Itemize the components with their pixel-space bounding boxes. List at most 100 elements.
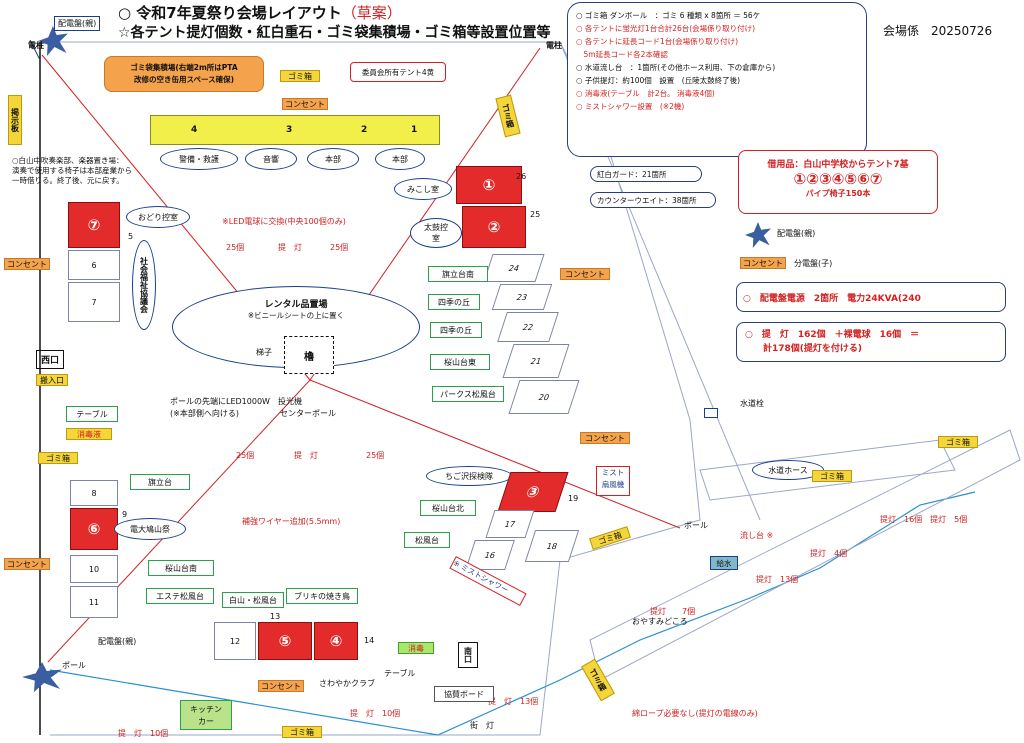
plot-14: 14 — [364, 636, 375, 645]
lantern-g: 提灯 16個 提灯 5個 — [880, 515, 968, 524]
yellow-tent-3: 3 — [286, 125, 293, 135]
lantern-words-b: 提 灯 — [294, 451, 318, 460]
water-tap-icon — [704, 408, 718, 418]
plot-box-21: 21 — [502, 344, 570, 378]
sawayaka-label: さわやかクラブ — [319, 678, 375, 688]
hashigo-label: 梯子 — [256, 348, 272, 357]
committee-tent-note: 委員会所有テント4黄 — [350, 62, 446, 82]
plot-24: 24 — [507, 263, 521, 273]
panel-ko-label: 分電盤(子) — [794, 259, 833, 268]
booth-matsukazedai: 松風台 — [404, 532, 450, 548]
plot-22: 22 — [521, 322, 535, 332]
plot-box-20: 20 — [508, 380, 580, 414]
consent-tag-right-3: コンセント — [580, 432, 630, 444]
count-25-a: 25個 — [226, 243, 245, 252]
gomibako-far-right: ゴミ箱 — [938, 436, 978, 448]
plot-box-7: 7 — [68, 282, 120, 322]
oval-security: 警備・救護 — [160, 148, 238, 170]
count-25-c: 25個 — [236, 451, 255, 460]
kouhaku-box: 紅白ガード：21箇所 — [590, 166, 702, 182]
consent-tag-right: コンセント — [740, 257, 786, 269]
plot-17: 17 — [503, 519, 517, 529]
plot-25: 25 — [530, 210, 541, 219]
booth-esute: エステ松風台 — [146, 588, 214, 604]
lantern-words-a: 提 灯 — [278, 243, 302, 252]
plot-20: 20 — [537, 392, 551, 402]
plot-11: 11 — [88, 597, 100, 607]
plot-box-10: 10 — [70, 555, 118, 583]
disinfect-left: 消毒液 — [66, 428, 112, 440]
suidou-label: 水道栓 — [740, 399, 764, 408]
plot-6: 6 — [91, 260, 97, 270]
oval-honbu-2: 本部 — [375, 148, 425, 170]
disinfect-bottom: 消毒 — [398, 642, 434, 654]
plot-box-24: 24 — [483, 254, 545, 282]
oval-mikoshi: みこし室 — [394, 178, 452, 200]
plot-26: 26 — [516, 172, 527, 181]
left-note: ○白山中吹奏楽部、楽器置き場： 演奏で使用する椅子は本部産業から 一時借りる。終… — [12, 156, 132, 185]
kyousan-board: 協賛ボード — [434, 686, 494, 702]
lantern-b: 提 灯 10個 — [350, 709, 401, 718]
borrowed-numbers: ①②③④⑤⑥⑦ — [793, 170, 883, 188]
panel-oya-label: 配電盤(親) — [777, 229, 816, 238]
booth-shiki-1: 四季の丘 — [428, 294, 480, 310]
gomibako-left: ゴミ箱 — [38, 452, 78, 464]
tent-4: ④ — [314, 622, 358, 660]
info-line: ○ 各テントに蛍光灯1台合計26台(会場係り取り付け) — [576, 24, 756, 33]
oval-honbu-1: 本部 — [307, 148, 359, 170]
borrowed-box: 借用品：白山中学校からテント7基 ①②③④⑤⑥⑦ パイプ椅子150本 — [738, 150, 938, 214]
led-note: ※LED電球に交換(中央100個のみ) — [222, 217, 346, 226]
borrowed-title: 借用品：白山中学校からテント7基 — [767, 160, 909, 170]
oval-dance: おどり控室 — [126, 206, 190, 228]
plot-7: 7 — [91, 297, 97, 307]
info-line: ○ 水道流し台 ：1箇所(その他ホース利用、下の倉庫から) — [576, 63, 776, 72]
lantern-d: 提灯 7個 — [650, 607, 696, 616]
booth-sakurayama-higashi: 桜山台東 — [430, 354, 490, 370]
rental-label: レンタル品置場 — [264, 300, 328, 310]
info-line: ○ 子供提灯：約100個 設置 (丘陵太鼓終了後) — [576, 76, 741, 85]
plot-16: 16 — [483, 550, 497, 560]
tent-5: ⑤ — [258, 622, 312, 660]
minamiguchi-label: 南口 — [458, 642, 478, 668]
plot-12: 12 — [229, 636, 241, 646]
info-line: ○ ゴミ箱 ダンボール ：ゴミ 6 種類 x 8箇所 ＝ 56ケ — [576, 11, 761, 20]
nagashi-label: 流し台 ※ — [740, 531, 774, 540]
title-draft: （草案） — [341, 4, 402, 22]
booth-sakurayama-minami: 桜山台南 — [148, 560, 214, 576]
consent-tag-left: コンセント — [4, 258, 50, 270]
rental-note: ※ビニールシートの上に置く — [247, 311, 345, 320]
info-box: ○ ゴミ箱 ダンボール ：ゴミ 6 種類 x 8箇所 ＝ 56ケ ○ 各テントに蛍… — [567, 2, 867, 157]
power-box: ○ 配電盤電源 2箇所 電力24KVA(240 — [736, 282, 1006, 312]
rope-note: 綿ロープ必要なし(提灯の電線のみ) — [632, 709, 758, 718]
pole-note-2: (※本部側へ向ける) — [170, 409, 239, 418]
tent-1: ① — [456, 166, 522, 204]
booth-hatatate-minami: 旗立台南 — [428, 266, 488, 282]
center-pole-label: センターポール — [280, 409, 336, 418]
gomibako-bottom: ゴミ箱 — [282, 726, 322, 738]
plot-box-12: 12 — [214, 622, 256, 660]
lantern-total-box: ○ 提 灯 162個 ＋裸電球 16個 ＝ 計178個(提灯を付ける) — [736, 322, 1006, 362]
plot-box-23: 23 — [491, 284, 553, 310]
lantern-total: 計178個(提灯を付ける) — [763, 344, 863, 354]
consent-tag-top: コンセント — [282, 98, 328, 110]
yellow-tent-2: 2 — [361, 125, 368, 135]
oval-taiko: 太鼓控 室 — [410, 218, 462, 248]
kitchen-car: キッチン カー — [180, 700, 232, 730]
consent-tag-bottom: コンセント — [258, 680, 304, 692]
booth-buriki: ブリキの焼き鳥 — [286, 588, 358, 604]
tent-2: ② — [462, 206, 526, 248]
plot-10: 10 — [88, 564, 100, 574]
plot-13: 13 — [270, 612, 281, 621]
count-25-d: 25個 — [366, 451, 385, 460]
gomibako-top: ゴミ箱 — [280, 70, 320, 82]
page-title: ○ 令和7年夏祭り会場レイアウト（草案） — [118, 2, 402, 23]
table-bottom: テーブル — [384, 669, 416, 678]
title-text: ○ 令和7年夏祭り会場レイアウト — [118, 4, 342, 22]
nishiguchi-label: 西口 — [36, 350, 65, 369]
pole-right-label: 電柱 — [546, 41, 562, 50]
borrowed-chairs: パイプ椅子150本 — [805, 189, 871, 198]
booth-shiki-2: 四季の丘 — [430, 322, 482, 338]
pole-note: ポールの先端にLED1000W 投光機 — [170, 397, 302, 406]
lantern-a: 提 灯 10個 — [118, 729, 169, 738]
lantern-text: ○ 提 灯 162個 ＋裸電球 16個 ＝ — [745, 330, 920, 340]
